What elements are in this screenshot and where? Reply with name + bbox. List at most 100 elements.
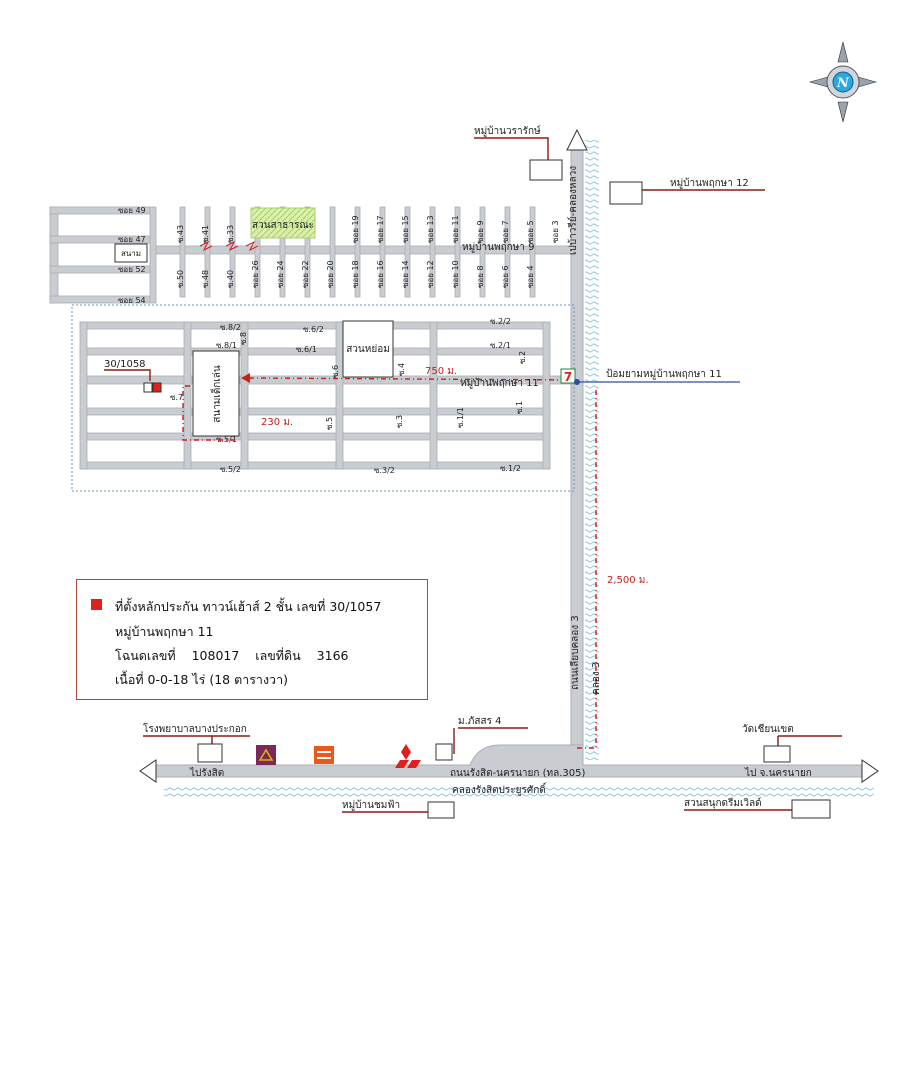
soi-bottom-label: ซ.48 (201, 270, 210, 288)
bottom-soi-labels: ซ.50 ซ.48 ซ.40 ซอย 26 ซอย 24 ซอย 22 ซอย … (176, 260, 535, 288)
soi-s8-2: ซ.8/2 (220, 323, 241, 332)
soi-top-label: ซอย 3 (551, 220, 560, 243)
soi-s1: ซ.1 (515, 401, 524, 414)
seven-eleven-icon (560, 368, 576, 384)
small-park-label: สวนหย่อม (346, 344, 390, 355)
soi-s8: ซ.8 (239, 332, 248, 345)
soi-bottom-label: ซ.40 (226, 270, 235, 288)
field-box (114, 243, 148, 263)
collateral-marker (143, 382, 153, 393)
soi-top-label: ซอย 17 (376, 215, 385, 243)
north-canal-label: เปบ้าวรีย์-คลองหลวง (567, 166, 579, 255)
dream-world-label: สวนสนุกดรีมเวิลด์ (684, 797, 762, 809)
legend-line2: หมู่บ้านพฤกษา 11 (115, 624, 214, 639)
soi-top-label: ซ.43 (176, 225, 185, 243)
soi-s1-1: ซ.1/1 (456, 407, 465, 428)
compass-letter: N (836, 76, 850, 91)
temple-label: วัดเชียนเขต (742, 723, 794, 735)
break-mark (199, 240, 259, 252)
soi-s6-1: ซ.6/1 (296, 345, 317, 354)
soi-s2-2: ซ.2/2 (490, 317, 511, 326)
soi-bottom-label: ซอย 14 (401, 260, 410, 288)
soi-bottom-label: ซอย 16 (376, 260, 385, 288)
soi-49: ซอย 49 (118, 206, 146, 215)
fuel-logo-icon (314, 746, 334, 764)
distance-2500: 2,500 ม. (607, 575, 649, 586)
soi-s2-1: ซ.2/1 (490, 341, 511, 350)
phatsorn4-pointer (453, 727, 528, 754)
soi-top-label: ซอย 15 (401, 215, 410, 243)
top-soi-labels: ซ.43 ซ.41 ซ.33 ซอย 19 ซอย 17 ซอย 15 ซอย … (176, 215, 560, 243)
route (182, 377, 597, 749)
soi-top-label: ซอย 9 (476, 220, 485, 243)
guard-post-label: ป้อมยามหมู่บ้านพฤกษา 11 (606, 368, 722, 380)
soi-47: ซอย 47 (118, 235, 146, 244)
hospital-pointer (143, 735, 250, 752)
soi-top-label: ซอย 5 (526, 220, 535, 243)
playground (192, 350, 240, 437)
pruksa12-box (609, 181, 643, 205)
khlong3-label: คลอง 3 (591, 662, 602, 695)
soi-bottom-label: ซอย 26 (251, 260, 260, 288)
route-arrowhead (241, 373, 250, 383)
soi-s3: ซ.3 (395, 415, 404, 428)
soi-bottom-label: ซอย 18 (351, 260, 360, 288)
phatsorn4-box (435, 743, 453, 761)
arrow-left (139, 759, 157, 783)
soi-s2: ซ.2 (518, 351, 527, 364)
canal-south (164, 785, 874, 797)
pruksa12-label: หมู่บ้านพฤกษา 12 (670, 177, 749, 189)
title-deed-label: โฉนดเลขที่ (115, 648, 176, 663)
phatsorn4-label: ม.ภัสสร 4 (458, 716, 501, 727)
bank-logo-icon (256, 745, 276, 765)
soi-s4: ซ.4 (397, 363, 406, 376)
legend-area: เนื้อที่ 0-0-18 ไร่ (18 ตารางวา) (115, 672, 288, 687)
varaluck-label: หมู่บ้านวรารักษ์ (474, 125, 541, 137)
chomfa-box (427, 801, 455, 819)
neighbor-pointer (104, 369, 151, 381)
arrow-up (566, 128, 588, 151)
distance-750: 750 ม. (425, 366, 457, 377)
soi-bottom-label: ซอย 4 (526, 265, 535, 288)
field-label: สนาม (121, 249, 141, 258)
soi-52: ซอย 52 (118, 265, 146, 274)
soi-bottom-label: ซอย 10 (451, 260, 460, 288)
collateral-legend-icon (91, 599, 102, 610)
hospital-label: โรงพยาบาลบางประกอก (143, 722, 247, 735)
soi-s5-2: ซ.5/2 (220, 465, 241, 474)
soi-54: ซอย 54 (118, 296, 146, 305)
main-road-label: ถนนรังสิต-นครนายก (ทล.305) (450, 768, 586, 779)
soi-top-label: ซอย 13 (426, 215, 435, 243)
land-no-label: เลขที่ดิน (255, 648, 301, 663)
soi-s8-1: ซ.8/1 (216, 341, 237, 350)
soi-top-label: ซอย 19 (351, 215, 360, 243)
compass-icon: N (808, 41, 878, 123)
to-nakhonnayok-label: ไป จ.นครนายก (744, 767, 812, 779)
legend-deed-row: โฉนดเลขที่ 108017 เลขที่ดิน 3166 (115, 646, 348, 666)
seven-eleven-label: 7 (564, 370, 572, 384)
land-no-value: 3166 (316, 648, 349, 663)
public-park (250, 207, 316, 239)
dream-world-box (791, 799, 831, 819)
to-rangsit-label: ไปรังสิต (189, 767, 224, 779)
varaluck-box (529, 159, 563, 181)
main-roads (139, 128, 879, 783)
soi-bottom-label: ซอย 20 (326, 260, 335, 288)
soi-bottom-label: ซ.50 (176, 270, 185, 288)
chomfa-label: หมู่บ้านชมฟ้า (342, 799, 400, 811)
legend-line1: ที่ตั้งหลักประกัน ทาวน์เฮ้าส์ 2 ชั้น เลข… (115, 599, 382, 614)
title-deed-value: 108017 (191, 648, 240, 663)
temple-box (763, 745, 791, 763)
soi-bottom-label: ซอย 22 (301, 260, 310, 288)
soi-s3-2: ซ.3/2 (374, 466, 395, 475)
small-park (342, 320, 394, 378)
soi-bottom-label: ซอย 6 (501, 265, 510, 288)
khlong3-road-label: ถนนเลียบคลอง 3 (569, 615, 581, 690)
soi-s6-2: ซ.6/2 (303, 325, 324, 334)
soi-top-label: ซ.33 (226, 225, 235, 243)
legend-box: ที่ตั้งหลักประกัน ทาวน์เฮ้าส์ 2 ชั้น เลข… (76, 579, 428, 700)
soi-s5: ซ.5 (325, 417, 334, 430)
soi-s1-2: ซ.1/2 (500, 464, 521, 473)
canal-vertical (585, 140, 599, 760)
